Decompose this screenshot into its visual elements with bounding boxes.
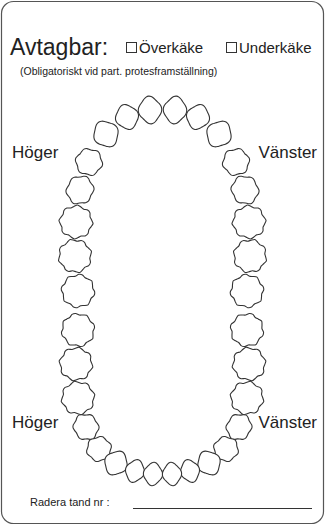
form-heading: Avtagbar: <box>10 36 108 59</box>
write-line <box>133 508 312 509</box>
tooth-outline <box>230 381 264 415</box>
tooth-outline <box>232 347 266 381</box>
tooth-outline <box>61 313 94 346</box>
field-label: Radera tand nr : <box>30 497 110 508</box>
tooth-outline <box>73 415 99 440</box>
tooth-outline <box>66 176 94 204</box>
checkbox-label: Överkäke <box>139 40 203 55</box>
tooth-outline <box>94 121 118 147</box>
tooth-outline <box>230 274 263 307</box>
side-label: Höger <box>12 414 58 431</box>
side-label: Höger <box>12 144 58 161</box>
tooth-outline <box>143 462 162 485</box>
tooth-outline <box>180 460 199 483</box>
tooth-outline <box>61 274 94 307</box>
note-text: (Obligatoriskt vid part. protesframställ… <box>20 66 217 77</box>
checkbox <box>227 43 237 53</box>
tooth-outline <box>59 205 93 239</box>
tooth-outline <box>162 462 181 485</box>
tooth-outline <box>163 96 186 124</box>
tooth-outline <box>59 347 93 381</box>
side-label: Vänster <box>258 144 317 161</box>
tooth-outline <box>230 313 263 346</box>
tooth-outline <box>75 149 102 176</box>
tooth-outline <box>138 96 161 124</box>
tooth-outline <box>207 121 231 147</box>
checkbox-label: Underkäke <box>239 40 312 55</box>
tooth-outline <box>234 240 267 273</box>
tooth-outline <box>105 451 127 475</box>
tooth-outline <box>231 176 259 204</box>
tooth-outline <box>226 415 252 440</box>
tooth-outline <box>222 149 249 176</box>
checkbox <box>127 43 137 53</box>
tooth-outline <box>232 205 266 239</box>
tooth-outline <box>59 240 92 273</box>
tooth-outline <box>61 381 95 415</box>
tooth-outline <box>198 451 220 475</box>
tooth-outline <box>115 105 138 130</box>
tooth-outline <box>186 105 209 130</box>
side-label: Vänster <box>258 414 317 431</box>
tooth-outline <box>125 460 144 483</box>
teeth-group <box>59 96 267 486</box>
